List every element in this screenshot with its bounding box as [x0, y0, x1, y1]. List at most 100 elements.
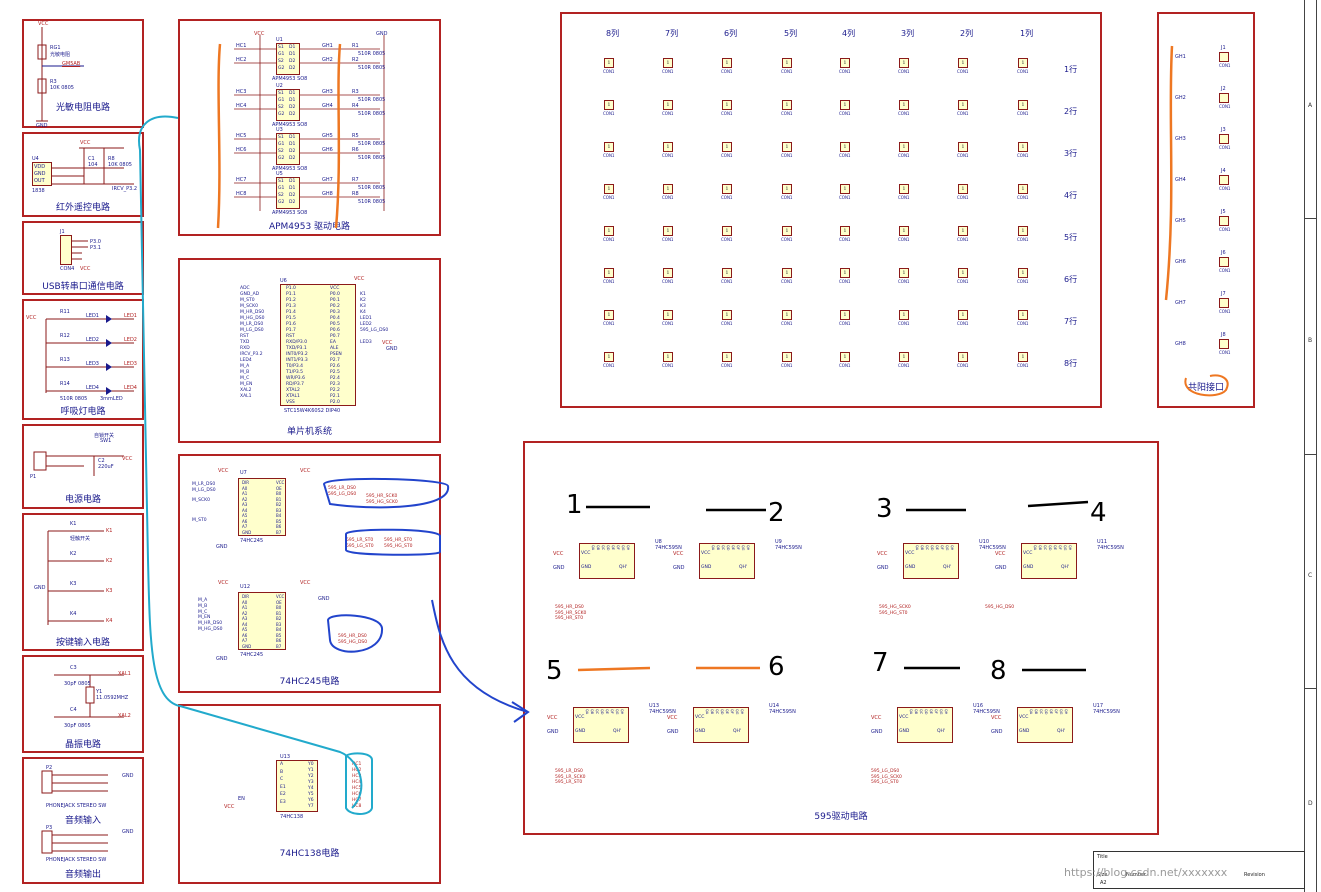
hc595-q-pin: QD [606, 545, 610, 551]
hc245-vcc-2: VCC [300, 468, 311, 474]
hc595-vcc-net: VCC [877, 551, 888, 557]
matrix-pixel-con-label: CON1 [1017, 237, 1029, 242]
hc595-q-pin: QG [741, 545, 745, 551]
mcu-left-net: M_LR_DS0 [240, 322, 264, 327]
matrix-pixel-connector: 1 [722, 184, 732, 194]
hc245-u12-part: 74HC245 [240, 652, 264, 658]
hc595-qhn-pin: QH' [619, 565, 628, 570]
r3-label: R3 [50, 79, 57, 85]
keys-title: 按键输入电路 [55, 638, 110, 648]
matrix-pixel-connector: 1 [663, 184, 673, 194]
breath-led-schematic [45, 315, 134, 395]
key-net-k1: K1 [106, 528, 113, 534]
common-net: GH3 [1175, 136, 1186, 142]
hc245-u7-out-net: 595_HR_SCK0 [366, 494, 398, 499]
common-net: GH1 [1175, 54, 1186, 60]
mcu-left-pin: P1.2 [286, 298, 296, 303]
hc595-q-pin: QB [914, 709, 918, 715]
matrix-pixel-con-label: CON1 [839, 279, 851, 284]
apm-in-net: HC2 [236, 57, 247, 63]
matrix-row-header: 6行 [1064, 275, 1078, 284]
apm-pin: D2 [289, 66, 296, 71]
hc595-chip [693, 707, 749, 743]
hc595-gnd-net: GND [553, 565, 565, 571]
apm-pin: S1 [278, 45, 284, 50]
mcu-left-pin: RST [286, 334, 295, 339]
common-con-label: CON1 [1219, 104, 1231, 109]
matrix-pixel-connector: 1 [604, 268, 614, 278]
vcc-label: VCC [38, 21, 49, 27]
matrix-pixel-con-label: CON1 [781, 237, 793, 242]
matrix-pixel-con-label: CON1 [1017, 153, 1029, 158]
apm-pin: D1 [289, 45, 296, 50]
mcu-left-net: M_HG_DS0 [240, 316, 265, 321]
matrix-col-header: 3列 [901, 29, 915, 38]
key-k2: K2 [70, 551, 77, 557]
hc595-chip-label: U14 [769, 703, 780, 709]
matrix-pixel-con-label: CON1 [957, 363, 969, 368]
breath-vcc: VCC [26, 315, 37, 321]
apm-pin: D1 [289, 91, 296, 96]
rg1-label: RG1 [50, 45, 61, 51]
hc245-u12-in-net: M_C [198, 609, 208, 615]
hc595-q-pin: QF [736, 545, 740, 550]
matrix-pixel-con-label: CON1 [957, 153, 969, 158]
hc245-right-pin: B5 [276, 632, 282, 638]
mcu-right-pin: P2.5 [330, 370, 340, 375]
apm-pin: D2 [289, 59, 296, 64]
hc595-q-pin: QF [616, 545, 620, 550]
matrix-pixel-connector: 1 [958, 100, 968, 110]
zone-divider [1304, 218, 1317, 219]
mcu-right-pin: P0.7 [330, 334, 340, 339]
hc595-q-pin: QH [746, 545, 750, 551]
apm-pin: D1 [289, 52, 296, 57]
matrix-pixel-connector: 1 [604, 226, 614, 236]
apm-pin: G2 [278, 112, 285, 117]
mcu-left-net: TXD [240, 340, 250, 345]
hc138-left-pin: C [280, 777, 284, 782]
matrix-pixel-con-label: CON1 [957, 279, 969, 284]
matrix-pixel-connector: 1 [663, 268, 673, 278]
xtal-schematic [54, 674, 124, 718]
apm-pin: G1 [278, 142, 285, 147]
hc595-q-pin: QG [945, 545, 949, 551]
zone-label: C [1308, 572, 1313, 579]
breath-r13: R13 [60, 357, 70, 363]
mcu-right-pin: P0.3 [330, 310, 340, 315]
audio-out-title: 音频输出 [64, 870, 101, 880]
common-anode-title: 共阳接口 [1187, 383, 1224, 393]
mcu-left-pin: VSS [286, 400, 295, 405]
matrix-pixel-connector: 1 [722, 58, 732, 68]
ir-net: IRCV_P3.2 [112, 186, 138, 192]
hc245-u12-in-net: M_B [198, 603, 208, 609]
title-block-title: Title [1097, 854, 1108, 860]
matrix-pixel-connector: 1 [722, 310, 732, 320]
mcu-vcc: VCC [354, 276, 365, 282]
hc245-u7-in-net: M_LG_DS0 [192, 488, 216, 493]
hc595-chip-part: 74HC595N [649, 709, 676, 715]
apm-pin: D2 [289, 149, 296, 154]
mcu-left-net: IRCV_P3.2 [240, 352, 263, 357]
mcu-right-pin: P0.1 [330, 298, 340, 303]
matrix-pixel-connector: 1 [663, 100, 673, 110]
matrix-pixel-connector: 1 [1018, 268, 1028, 278]
matrix-pixel-con-label: CON1 [603, 321, 615, 326]
apm-out-net: GH3 [322, 89, 333, 95]
power-c2: C2 [98, 458, 105, 464]
hc595-q-pin: QD [924, 709, 928, 715]
matrix-pixel-con-label: CON1 [781, 153, 793, 158]
hc595-q-pin: QG [1063, 545, 1067, 551]
hc595-q-pin: QD [1044, 709, 1048, 715]
hc245-right-pin: B0 [276, 605, 282, 610]
hc245-u12-label: U12 [240, 584, 251, 590]
hc595-q-pin: QA [1029, 709, 1033, 715]
hc595-q-pin: QB [590, 709, 594, 715]
hc595-qhn-pin: QH' [1061, 565, 1070, 570]
matrix-pixel-con-label: CON1 [839, 111, 851, 116]
mcu-left-net: M_C [240, 376, 250, 381]
hc595-chip-part: 74HC595N [979, 545, 1006, 551]
apm-res: R6 [352, 147, 359, 153]
matrix-pixel-connector: 1 [899, 100, 909, 110]
matrix-pixel-con-label: CON1 [898, 111, 910, 116]
